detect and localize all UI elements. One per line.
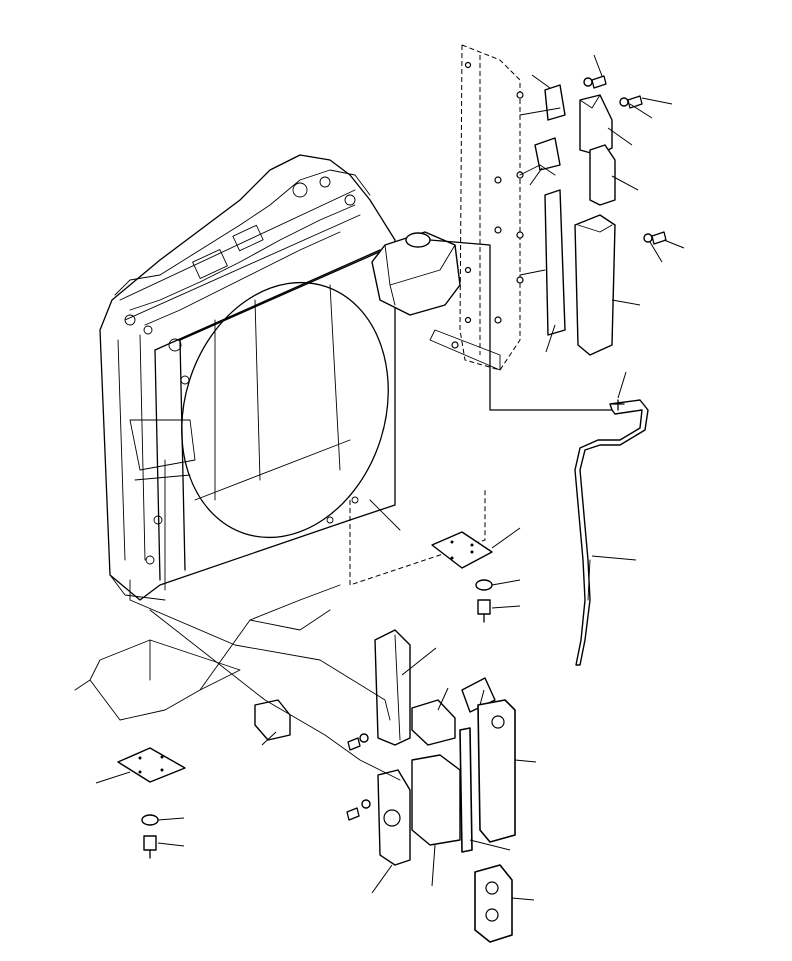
mount-pads bbox=[117, 531, 493, 859]
lower-seal-parts bbox=[129, 579, 516, 943]
overflow-hose bbox=[574, 399, 649, 666]
leader-lines bbox=[95, 54, 685, 901]
reserve-tank bbox=[371, 231, 613, 411]
upper-seal-parts bbox=[519, 75, 667, 356]
radiator-frame bbox=[74, 154, 486, 721]
side-plate bbox=[429, 44, 524, 371]
